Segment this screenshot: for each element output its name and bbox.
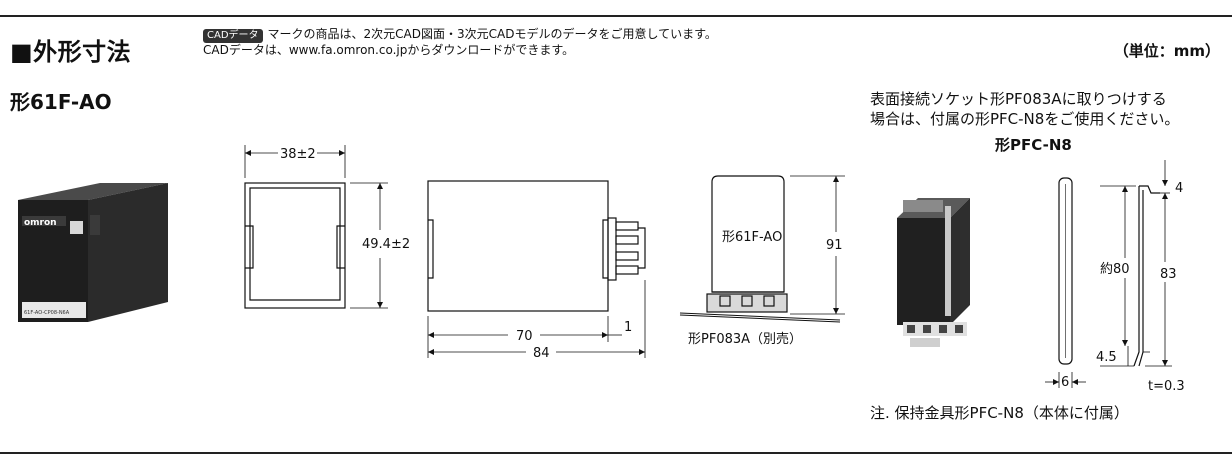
side-pin-length-dim: 1 bbox=[624, 320, 632, 335]
unit-label: （単位：mm） bbox=[1113, 42, 1220, 60]
photo-label: 61F-AO-CP08-N6A bbox=[24, 310, 70, 316]
cad-note-line2: CADデータは、www.fa.omron.co.jpからダウンロードができます。 bbox=[203, 43, 575, 57]
pfc-approx-length-dim: 約80 bbox=[1100, 262, 1130, 277]
front-width-dim: 38±2 bbox=[280, 147, 316, 162]
side-total-length-dim: 84 bbox=[533, 346, 550, 361]
pfc-total-length-dim: 83 bbox=[1160, 267, 1177, 282]
model-title: 形61F-AO bbox=[10, 90, 112, 114]
qr-code bbox=[70, 221, 83, 234]
pfc-strip-front bbox=[1045, 177, 1086, 388]
pfc-footnote: 注. 保持金具形PFC-N8（本体に付属） bbox=[870, 404, 1129, 422]
photo-brand: omron bbox=[24, 218, 57, 228]
pfc-note-line1: 表面接続ソケット形PF083Aに取りつけする bbox=[870, 90, 1167, 108]
pfc-note-line2: 場合は、付属の形PFC-N8をご使用ください。 bbox=[870, 110, 1180, 128]
cad-data-badge: CADデータ bbox=[203, 29, 263, 43]
cad-note-text1: マークの商品は、2次元CAD図面・3次元CADモデルのデータをご用意しています。 bbox=[267, 27, 717, 41]
side-view bbox=[427, 180, 646, 358]
pfc-photo bbox=[897, 198, 970, 347]
product-label bbox=[22, 302, 86, 318]
pfc-top-dim: 4 bbox=[1175, 181, 1183, 196]
pfc-strip-side bbox=[1100, 160, 1172, 367]
side-body-length-dim: 70 bbox=[516, 329, 533, 344]
pfc-note: 表面接続ソケット形PF083Aに取りつけする 場合は、付属の形PFC-N8をご使… bbox=[870, 89, 1230, 129]
mounted-view bbox=[679, 175, 845, 323]
pfc-thickness-dim: t=0.3 bbox=[1148, 379, 1185, 394]
relay-photo: omron 61F-AO-CP08-N6A bbox=[18, 183, 168, 322]
bottom-rule bbox=[0, 452, 1232, 454]
pfc-bottom-dim: 4.5 bbox=[1096, 350, 1117, 365]
front-view bbox=[244, 145, 388, 309]
mounted-height-dim: 91 bbox=[826, 238, 843, 253]
mounted-relay-label: 形61F-AO bbox=[722, 230, 782, 245]
section-title: ■外形寸法 bbox=[10, 38, 132, 66]
top-rule bbox=[0, 15, 1232, 17]
socket-label: 形PF083A（別売） bbox=[688, 331, 802, 347]
front-height-dim: 49.4±2 bbox=[362, 237, 410, 252]
pfc-title: 形PFC-N8 bbox=[995, 136, 1072, 154]
pfc-width-dim: 6 bbox=[1061, 375, 1069, 390]
cad-note-line1: CADデータマークの商品は、2次元CAD図面・3次元CADモデルのデータをご用意… bbox=[203, 27, 717, 43]
